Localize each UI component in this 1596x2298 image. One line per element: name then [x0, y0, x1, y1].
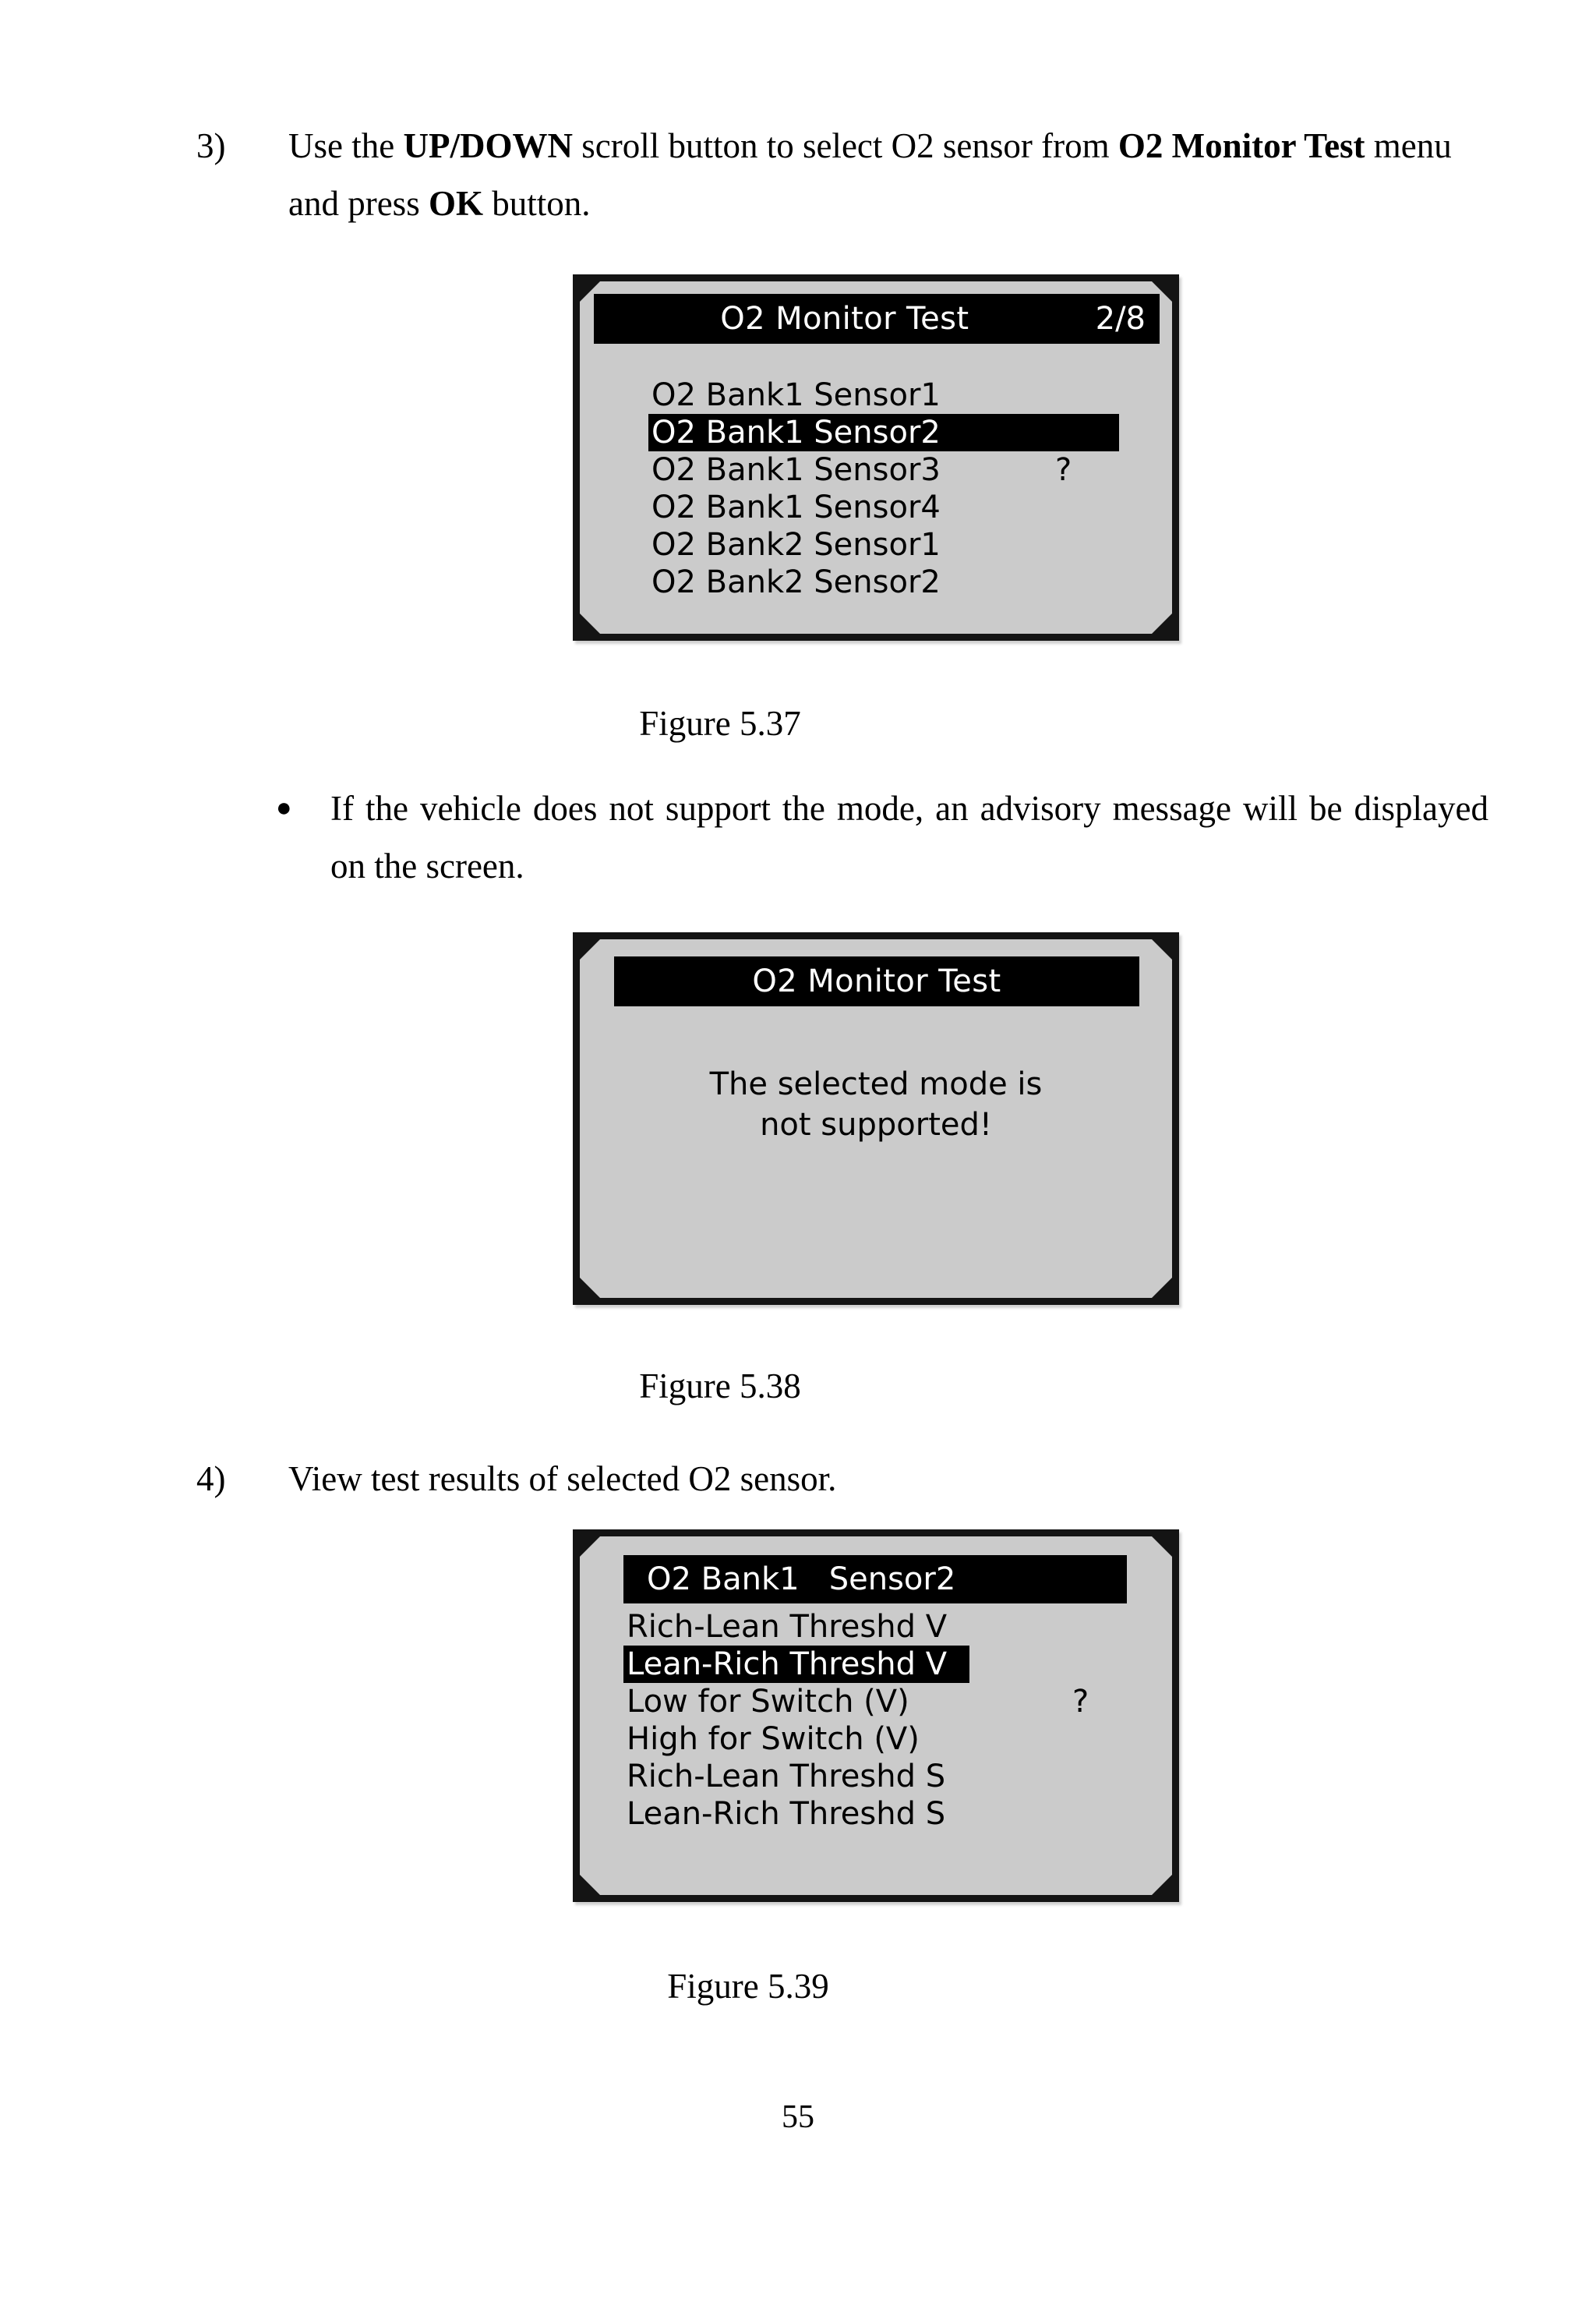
bullet-dot-icon: ●: [276, 794, 292, 822]
lcd-fig37: O2 Monitor Test 2/8 O2 Bank1 Sensor1 O2 …: [580, 281, 1172, 634]
step-4: 4) View test results of selected O2 sens…: [196, 1450, 1486, 1508]
lcd-row-fig39-1[interactable]: Lean-Rich Threshd V: [623, 1646, 969, 1683]
lcd-fig38: O2 Monitor Test The selected mode is not…: [580, 939, 1172, 1298]
lcd-row-unknown-mark: ?: [1072, 1684, 1089, 1720]
lcd-row-fig37-0[interactable]: O2 Bank1 Sensor1: [580, 377, 1172, 414]
lcd-row-label: O2 Bank1 Sensor3: [651, 452, 941, 488]
lcd-row-fig39-5[interactable]: Lean-Rich Threshd S: [580, 1795, 1172, 1833]
bullet-advisory: ● If the vehicle does not support the mo…: [273, 780, 1488, 895]
lcd-title-fig37: O2 Monitor Test: [720, 301, 969, 337]
lcd-row-label: Lean-Rich Threshd S: [627, 1796, 946, 1832]
step-3-seg-0: Use the: [288, 126, 404, 165]
lcd-message-line-1: The selected mode is: [709, 1066, 1043, 1102]
lcd-titlebar-fig37: O2 Monitor Test 2/8: [594, 294, 1160, 344]
caption-fig37: Figure 5.37: [639, 704, 801, 743]
lcd-title-fig38: O2 Monitor Test: [752, 963, 1001, 999]
lcd-row-label: Rich-Lean Threshd S: [627, 1759, 946, 1794]
lcd-row-label: Lean-Rich Threshd V: [627, 1646, 948, 1682]
lcd-title-fig39: O2 Bank1 Sensor2: [647, 1561, 956, 1597]
lcd-row-label: Low for Switch (V): [627, 1684, 909, 1720]
step-3-number: 3): [196, 126, 226, 165]
step-3-text: Use the UP/DOWN scroll button to select …: [288, 117, 1486, 232]
caption-fig39: Figure 5.39: [667, 1967, 829, 2006]
lcd-row-fig39-4[interactable]: Rich-Lean Threshd S: [580, 1758, 1172, 1795]
lcd-row-label: Rich-Lean Threshd V: [627, 1609, 948, 1645]
step-3-seg-2: scroll button to select O2 sensor from: [572, 126, 1118, 165]
lcd-row-unknown-mark: ?: [1055, 452, 1072, 488]
lcd-message-fig38: The selected mode is not supported!: [580, 1064, 1172, 1145]
lcd-row-label: O2 Bank2 Sensor1: [651, 527, 941, 563]
step-3-seg-1: UP/DOWN: [403, 126, 573, 165]
lcd-row-fig39-3[interactable]: High for Switch (V): [580, 1720, 1172, 1758]
lcd-message-line-2: not supported!: [760, 1107, 992, 1143]
step-4-number: 4): [196, 1459, 226, 1498]
lcd-fig39: O2 Bank1 Sensor2 Rich-Lean Threshd V Lea…: [580, 1536, 1172, 1895]
lcd-row-label: O2 Bank1 Sensor1: [651, 377, 941, 413]
lcd-row-label: O2 Bank1 Sensor4: [651, 490, 941, 525]
step-3-seg-3: O2 Monitor Test: [1118, 126, 1365, 165]
lcd-row-fig39-2[interactable]: Low for Switch (V) ?: [580, 1683, 1172, 1720]
caption-fig38: Figure 5.38: [639, 1366, 801, 1405]
device-screen-fig39: O2 Bank1 Sensor2 Rich-Lean Threshd V Lea…: [573, 1529, 1179, 1902]
lcd-titlebar-fig39: O2 Bank1 Sensor2: [623, 1555, 1127, 1603]
lcd-counter-fig37: 2/8: [1095, 301, 1146, 337]
step-3: 3) Use the UP/DOWN scroll button to sele…: [196, 117, 1486, 232]
step-3-seg-4: menu and press: [288, 126, 1452, 223]
device-screen-fig38: O2 Monitor Test The selected mode is not…: [573, 932, 1179, 1305]
lcd-list-fig39: Rich-Lean Threshd V Lean-Rich Threshd V …: [580, 1608, 1172, 1833]
page-number: 55: [782, 2099, 814, 2135]
lcd-row-label: O2 Bank1 Sensor2: [651, 415, 941, 451]
step-3-seg-5: OK: [428, 184, 483, 223]
lcd-row-label: High for Switch (V): [627, 1721, 920, 1757]
lcd-row-fig37-5[interactable]: O2 Bank2 Sensor2: [580, 564, 1172, 601]
lcd-row-fig39-0[interactable]: Rich-Lean Threshd V: [580, 1608, 1172, 1646]
lcd-row-fig37-4[interactable]: O2 Bank2 Sensor1: [580, 526, 1172, 564]
bullet-advisory-text: If the vehicle does not support the mode…: [330, 789, 1488, 886]
step-4-text: View test results of selected O2 sensor.: [288, 1459, 837, 1498]
lcd-row-label: O2 Bank2 Sensor2: [651, 564, 941, 600]
lcd-row-fig37-2[interactable]: O2 Bank1 Sensor3 ?: [580, 451, 1172, 489]
lcd-row-fig37-3[interactable]: O2 Bank1 Sensor4: [580, 489, 1172, 526]
step-3-seg-6: button.: [482, 184, 591, 223]
lcd-list-fig37: O2 Bank1 Sensor1 O2 Bank1 Sensor2 O2 Ban…: [580, 377, 1172, 601]
lcd-row-fig37-1[interactable]: O2 Bank1 Sensor2: [648, 414, 1119, 451]
device-screen-fig37: O2 Monitor Test 2/8 O2 Bank1 Sensor1 O2 …: [573, 274, 1179, 641]
lcd-titlebar-fig38: O2 Monitor Test: [614, 956, 1139, 1006]
